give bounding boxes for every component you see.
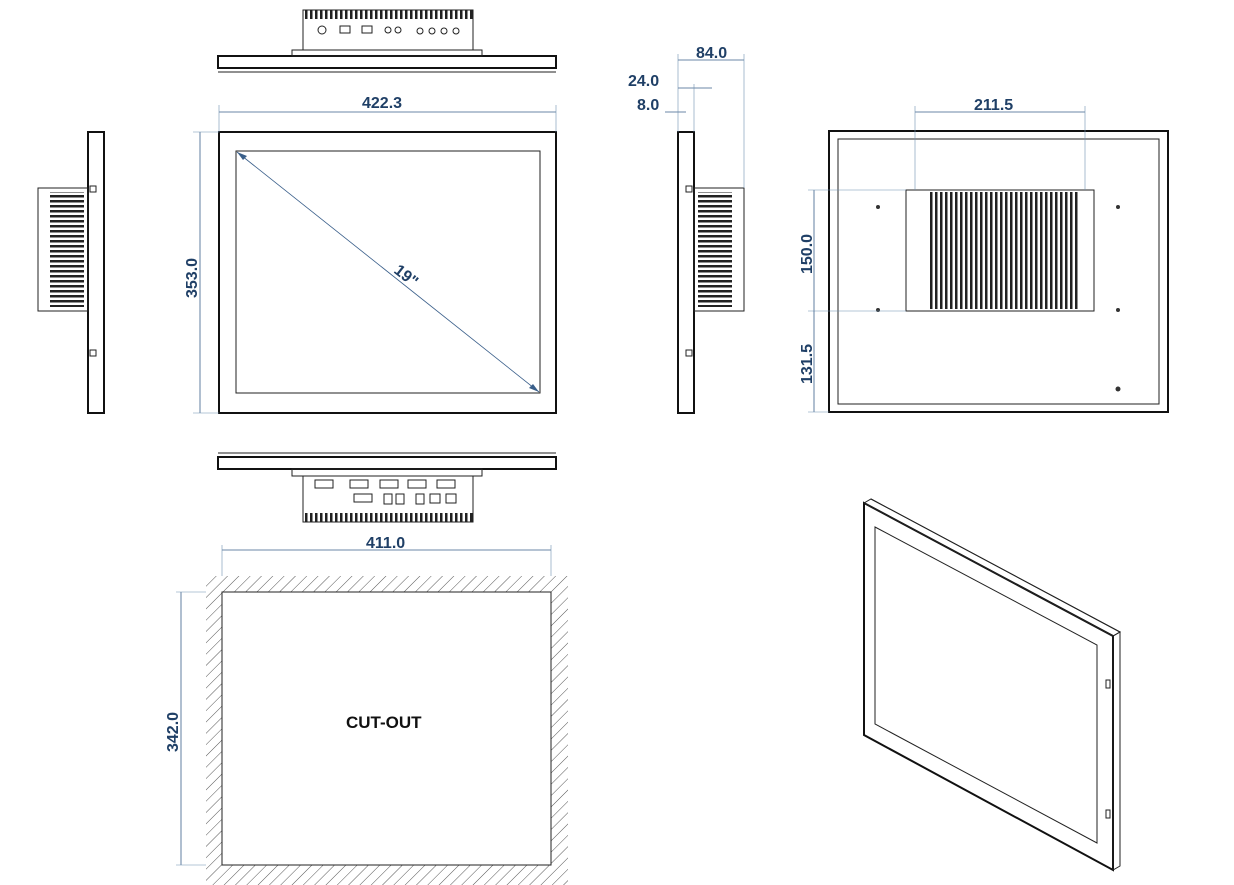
rear-inner-frame: [837, 138, 1160, 405]
rear-width-label: 211.5: [974, 97, 1013, 114]
right-side-box: [693, 187, 745, 312]
depth-total-label: 84.0: [696, 45, 727, 62]
rear-box: [905, 189, 1095, 312]
top-view: [217, 9, 557, 73]
rear-box-fins: [928, 192, 1078, 309]
diagonal-label: 19": [391, 262, 421, 291]
diagonal-line: [236, 151, 540, 393]
depth-bezel-label: 8.0: [637, 97, 659, 114]
front-view: 19" 422.3 353.0: [184, 95, 557, 414]
cutout-view: CUT-OUT 411.0 342.0: [165, 535, 568, 885]
rear-offset-label: 131.5: [799, 344, 816, 384]
left-side-bezel: [87, 131, 105, 414]
rear-height-label: 150.0: [799, 234, 816, 274]
front-bezel: [218, 131, 557, 414]
iso-front-face: [863, 501, 1114, 872]
iso-screen: [874, 526, 1098, 844]
rear-frame: [828, 130, 1169, 413]
front-height-label: 353.0: [184, 258, 201, 298]
left-side-view: [37, 131, 105, 414]
bottom-view-fins: [303, 513, 473, 522]
right-side-bezel: [677, 131, 695, 414]
top-view-bezel: [217, 55, 557, 69]
top-view-fins: [303, 10, 473, 19]
rear-view: 211.5 150.0 131.5: [799, 97, 1169, 413]
cutout-width-label: 411.0: [366, 535, 405, 552]
bottom-view-bezel: [217, 456, 557, 470]
front-width-label: 422.3: [362, 95, 402, 112]
left-side-fins: [50, 192, 84, 307]
cutout-label: CUT-OUT: [346, 713, 422, 732]
front-screen: [235, 150, 541, 394]
right-side-fins: [698, 192, 732, 307]
isometric-view: [862, 498, 1122, 872]
depth-mid-label: 24.0: [628, 73, 659, 90]
bottom-view: [217, 452, 557, 523]
left-side-box: [37, 187, 89, 312]
cutout-height-label: 342.0: [165, 712, 182, 752]
right-side-view: 84.0 24.0 8.0: [628, 45, 745, 414]
cutout-opening: [221, 591, 552, 866]
